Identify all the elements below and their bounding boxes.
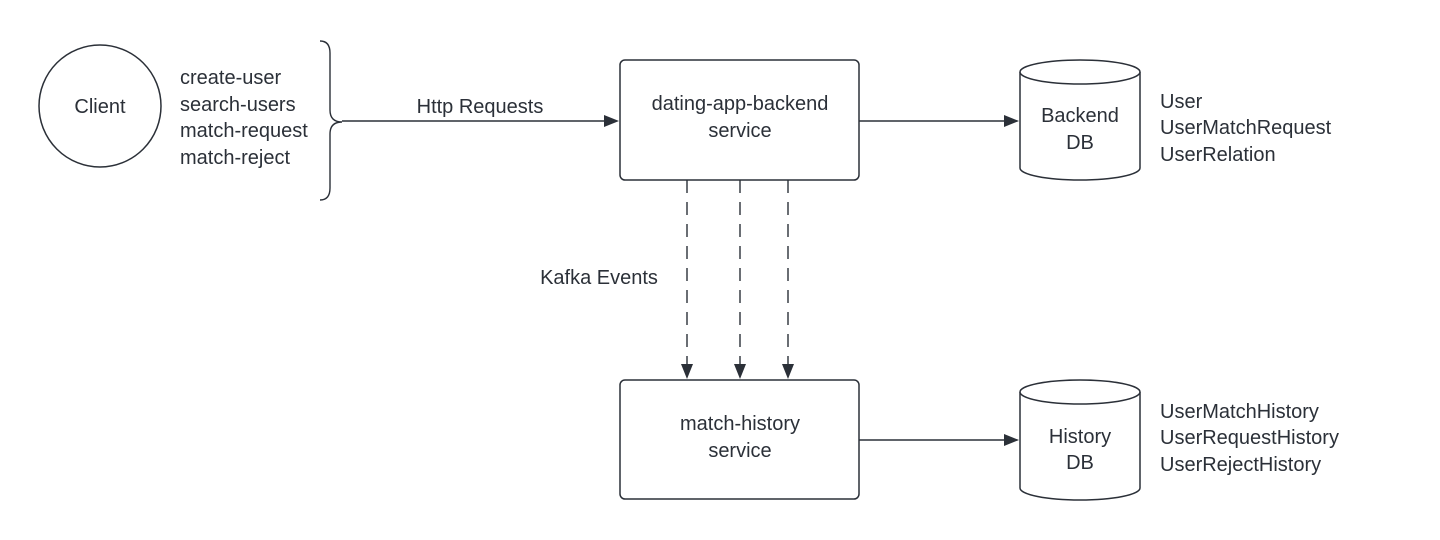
operation-item: match-request <box>180 120 308 142</box>
client-circle <box>38 44 162 168</box>
table-name: UserMatchRequest <box>1160 117 1332 139</box>
backend-db-cylinder-top <box>1019 59 1141 85</box>
history-db-cylinder <box>1019 392 1141 501</box>
table-name: User <box>1160 91 1203 113</box>
client-label: Client <box>74 96 126 118</box>
curly-brace <box>319 40 343 201</box>
backend-service-sublabel: service <box>708 120 771 142</box>
http-requests-arrow: Http Requests <box>342 96 619 127</box>
kafka-events-label: Kafka Events <box>540 267 658 289</box>
history-service-sublabel: service <box>708 440 771 462</box>
operation-item: search-users <box>180 94 296 116</box>
backend-db-arrow <box>859 115 1019 127</box>
table-name: UserMatchHistory <box>1160 401 1319 423</box>
operations-list: create-user search-users match-request m… <box>180 67 308 169</box>
backend-db-tables: User UserMatchRequest UserRelation <box>1160 91 1332 166</box>
backend-service-label: dating-app-backend <box>652 93 829 115</box>
operation-item: create-user <box>180 67 281 89</box>
arrowhead-icon <box>1004 115 1019 127</box>
arrowhead-icon <box>681 364 693 379</box>
history-db-cylinder-top <box>1019 379 1141 405</box>
history-db-label: History <box>1049 426 1111 448</box>
table-name: UserRequestHistory <box>1160 427 1339 449</box>
backend-db-sublabel: DB <box>1066 132 1094 154</box>
history-db-node: History DB <box>1019 379 1141 501</box>
arrowhead-icon <box>604 115 619 127</box>
operation-item: match-reject <box>180 147 290 169</box>
history-db-sublabel: DB <box>1066 452 1094 474</box>
table-name: UserRejectHistory <box>1160 454 1321 476</box>
client-node: Client <box>38 44 162 168</box>
table-name: UserRelation <box>1160 144 1276 166</box>
history-service-node: match-history service <box>619 379 860 500</box>
backend-service-node: dating-app-backend service <box>619 59 860 181</box>
kafka-events-arrows: Kafka Events <box>540 180 794 379</box>
history-db-tables: UserMatchHistory UserRequestHistory User… <box>1160 401 1339 476</box>
history-db-arrow <box>859 434 1019 446</box>
history-service-label: match-history <box>680 413 800 435</box>
backend-db-label: Backend <box>1041 105 1119 127</box>
arrowhead-icon <box>734 364 746 379</box>
backend-db-node: Backend DB <box>1019 59 1141 181</box>
arrowhead-icon <box>1004 434 1019 446</box>
http-requests-label: Http Requests <box>417 96 544 118</box>
arrowhead-icon <box>782 364 794 379</box>
backend-db-cylinder <box>1019 72 1141 181</box>
